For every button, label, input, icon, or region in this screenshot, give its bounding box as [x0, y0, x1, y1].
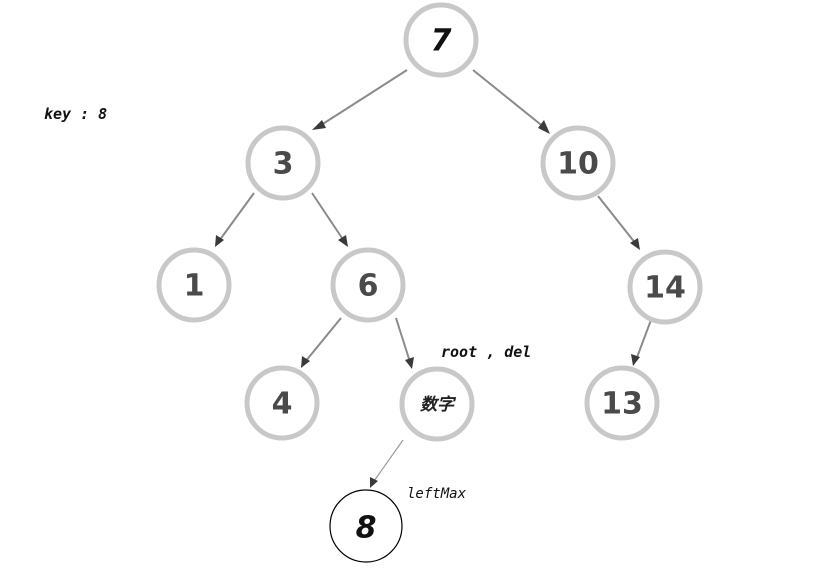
node-3-label: 3 — [273, 147, 294, 182]
edge-6-x-arrowhead — [405, 357, 414, 369]
edge-14-13 — [635, 319, 652, 361]
left-max-annotation: leftMax — [407, 486, 467, 502]
edge-x-8-arrowhead — [370, 477, 378, 488]
node-7-label: 7 — [431, 24, 452, 59]
node-8-label: 8 — [356, 511, 377, 546]
edge-10-14 — [597, 195, 637, 245]
node-3: 3 — [245, 125, 321, 201]
edge-x-8 — [373, 439, 404, 482]
node-4: 4 — [244, 365, 320, 441]
node-10: 10 — [540, 125, 616, 201]
node-digit: 数字 — [399, 366, 475, 442]
node-7: 7 — [403, 2, 479, 78]
edge-6-x — [395, 317, 411, 363]
node-10-label: 10 — [557, 147, 599, 182]
node-14-label: 14 — [644, 271, 686, 306]
node-6-label: 6 — [358, 269, 379, 304]
edge-3-6-arrowhead — [338, 235, 348, 247]
annotations: key : 8 root , del leftMax — [44, 105, 531, 502]
edge-3-1 — [218, 192, 255, 242]
node-1-label: 1 — [184, 269, 205, 304]
node-6: 6 — [330, 247, 406, 323]
key-annotation: key : 8 — [44, 105, 107, 123]
edge-10-14-arrowhead — [630, 238, 640, 250]
node-13: 13 — [584, 365, 660, 441]
tree-nodes: 7 3 10 1 6 14 4 数字 — [156, 2, 703, 563]
edge-14-13-arrowhead — [631, 354, 640, 366]
node-8: 8 — [329, 489, 403, 563]
edge-7-3 — [317, 69, 408, 128]
node-14: 14 — [627, 249, 703, 325]
edge-7-10-arrowhead — [538, 120, 550, 134]
root-del-annotation: root , del — [441, 343, 531, 361]
edge-7-3-arrowhead — [312, 120, 326, 130]
node-4-label: 4 — [272, 387, 293, 422]
node-digit-label: 数字 — [420, 395, 457, 415]
tree-edges — [215, 69, 652, 488]
edge-7-10 — [472, 69, 546, 129]
edge-6-4 — [304, 317, 342, 363]
edge-3-1-arrowhead — [215, 235, 224, 247]
node-1: 1 — [156, 247, 232, 323]
edge-6-4-arrowhead — [301, 356, 310, 368]
node-13-label: 13 — [601, 387, 643, 422]
edge-3-6 — [311, 192, 345, 242]
